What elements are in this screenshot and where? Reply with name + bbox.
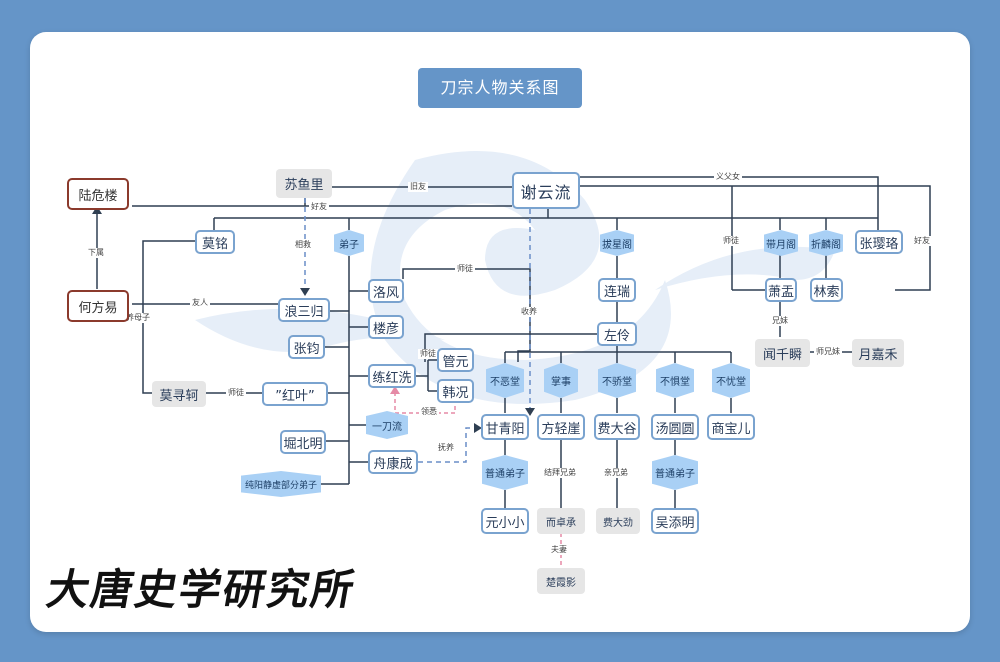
group-baxingge[interactable]: 拔星阁 (600, 230, 634, 256)
group-buezhitang[interactable]: 不恶堂 (486, 363, 524, 398)
label-jiuyou: 旧友 (408, 182, 428, 192)
node-tanghuanhuan[interactable]: 汤圆圆 (651, 414, 699, 440)
label-jiejiu: 相救 (293, 240, 313, 250)
node-fangqingya[interactable]: 方轻崖 (537, 414, 585, 440)
node-chuxiaying[interactable]: 楚霞影 (537, 568, 585, 594)
node-zhibeiming[interactable]: 堀北明 (280, 430, 326, 454)
node-guanyuan[interactable]: 管元 (437, 348, 474, 372)
node-hongye[interactable]: ”红叶” (262, 382, 328, 406)
label-yifunv: 义父女 (714, 172, 742, 182)
signature: 大唐史学研究所 (43, 565, 360, 614)
node-wenqianshun[interactable]: 闻千瞬 (755, 339, 810, 367)
group-dizi[interactable]: 弟子 (334, 230, 364, 256)
node-wutianming[interactable]: 吴添明 (651, 508, 699, 534)
node-shangbaoer[interactable]: 商宝儿 (707, 414, 755, 440)
label-jiebai: 结拜兄弟 (542, 468, 578, 478)
node-feidagu[interactable]: 费大谷 (594, 414, 640, 440)
label-shixiongmei: 师兄妹 (814, 347, 842, 357)
node-yidaoliu[interactable]: 一刀流 (366, 411, 408, 439)
group-zhelinge[interactable]: 折麟阁 (809, 230, 843, 256)
label-haoyou-right: 好友 (912, 236, 932, 246)
label-shitu-top: 师徒 (721, 236, 741, 246)
label-haoyou: 好友 (309, 202, 329, 212)
node-luweilou[interactable]: 陆危楼 (67, 178, 129, 210)
node-zhangying[interactable]: 张璎珞 (855, 230, 903, 254)
watermark-swirl (195, 151, 835, 404)
node-linsuo[interactable]: 林索 (810, 278, 843, 302)
node-feidaquan[interactable]: 费大劲 (596, 508, 640, 534)
label-lingxi: 领悉 (419, 407, 439, 417)
label-shitu-mid: 师徒 (455, 264, 475, 274)
node-zhangjun[interactable]: 张钧 (288, 335, 325, 359)
node-ganqingyang[interactable]: 甘青阳 (481, 414, 529, 440)
node-langsangui[interactable]: 浪三归 (278, 298, 330, 322)
group-buyoutang[interactable]: 不忧堂 (712, 363, 750, 398)
node-zuoling[interactable]: 左伶 (597, 322, 637, 346)
node-lianrui[interactable]: 连瑞 (598, 278, 636, 302)
label-shitu-left: 师徒 (226, 388, 246, 398)
node-hankuang[interactable]: 韩况 (437, 379, 474, 403)
label-youren: 友人 (190, 298, 210, 308)
label-xiashu: 下属 (86, 248, 106, 258)
node-luofeng[interactable]: 洛风 (368, 279, 404, 303)
group-bujutang[interactable]: 不惧堂 (656, 363, 694, 398)
group-daiyuege[interactable]: 带月阁 (764, 230, 798, 256)
group-putong1[interactable]: 普通弟子 (482, 455, 528, 490)
group-bujitang[interactable]: 不骄堂 (598, 363, 636, 398)
label-fuyang: 抚养 (436, 443, 456, 453)
label-shitu-lian: 师徒 (418, 349, 438, 359)
label-shoujiang: 收养 (519, 307, 539, 317)
node-chunyang[interactable]: 纯阳静虚部分弟子 (241, 471, 321, 497)
node-moxunke[interactable]: 莫寻轲 (152, 381, 206, 407)
label-yangmuzi: 养母子 (124, 313, 152, 323)
node-erzhuocheng[interactable]: 而卓承 (537, 508, 585, 534)
node-moming[interactable]: 莫铭 (195, 230, 235, 254)
group-zhangshi[interactable]: 掌事 (544, 363, 578, 398)
node-lianhongxi[interactable]: 练红洗 (368, 364, 416, 388)
node-yuanxiaoxiao[interactable]: 元小小 (481, 508, 529, 534)
node-zhoukangcheng[interactable]: 舟康成 (368, 450, 418, 474)
group-putong2[interactable]: 普通弟子 (652, 455, 698, 490)
node-hefangyi[interactable]: 何方易 (67, 290, 129, 322)
label-qinxiongdi: 亲兄弟 (602, 468, 630, 478)
node-xieyunliu[interactable]: 谢云流 (512, 172, 580, 209)
node-suyuli[interactable]: 苏鱼里 (276, 169, 332, 198)
diagram-title: 刀宗人物关系图 (418, 68, 582, 108)
node-xiaoyi[interactable]: 萧盂 (765, 278, 797, 302)
label-fuqi: 夫妻 (549, 545, 569, 555)
label-xiongmei: 兄妹 (770, 316, 790, 326)
node-yuejiahe[interactable]: 月嘉禾 (852, 339, 904, 367)
node-louyan[interactable]: 楼彦 (368, 315, 404, 339)
